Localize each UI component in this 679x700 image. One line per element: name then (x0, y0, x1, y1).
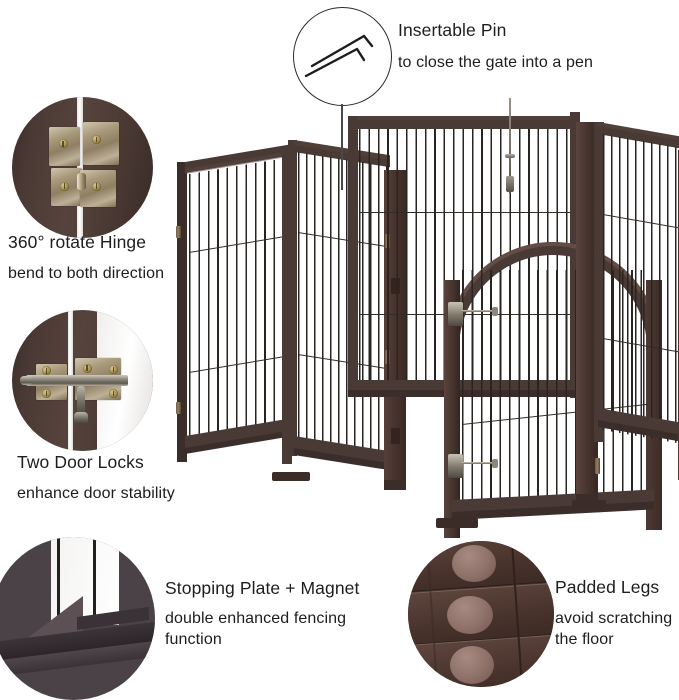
screw-icon (109, 388, 119, 398)
screw-icon (82, 363, 92, 373)
stopping-plate-subtitle: double enhanced fencing function (165, 610, 347, 649)
slide-bolt (26, 374, 128, 387)
screw-icon (92, 135, 102, 145)
panel-right-back (594, 108, 679, 500)
insertable-pin-title: Insertable Pin (398, 20, 507, 40)
screw-icon (92, 181, 102, 191)
screw-icon (59, 181, 69, 191)
hinge-icon (176, 402, 181, 414)
padded-legs-title: Padded Legs (555, 577, 660, 597)
lower-door-lock[interactable] (448, 454, 463, 478)
screw-icon (109, 364, 119, 374)
wire (57, 537, 61, 629)
insertable-pin-icon (304, 34, 374, 78)
inserted-pin (509, 98, 511, 193)
wire (93, 537, 97, 626)
insertable-pin-bubble (293, 7, 392, 106)
bolt-handle (76, 386, 86, 418)
product-image-pet-playpen (176, 98, 679, 545)
bolt-tip (20, 376, 34, 385)
bolt-handle-tip (74, 411, 89, 425)
rotate-hinge-bubble (12, 97, 153, 238)
screw-icon (58, 139, 68, 149)
hinge-knuckle (76, 173, 86, 191)
hinge-icon (595, 458, 600, 474)
padded-legs-subtitle: avoid scratching the floor (555, 610, 673, 649)
foot-pad-bottom (450, 646, 495, 685)
screw-icon (41, 388, 51, 398)
infographic-canvas: Insertable Pin to close the gate into a … (0, 7, 679, 700)
padded-legs-caption: Padded Legs avoid scratching the floor (555, 577, 679, 650)
upper-door-lock[interactable] (448, 302, 463, 326)
stopping-plate-title: Stopping Plate + Magnet (165, 578, 360, 598)
rotate-hinge-caption: 360° rotate Hinge bend to both direction (8, 232, 164, 284)
door-locks-title: Two Door Locks (17, 452, 144, 472)
foot-pad-top (451, 545, 496, 582)
stopping-plate-caption: Stopping Plate + Magnet double enhanced … (165, 578, 385, 650)
insertable-pin-caption: Insertable Pin to close the gate into a … (398, 20, 593, 73)
panel-left-back (176, 140, 295, 472)
door-locks-bubble (12, 310, 153, 451)
padded-legs-bubble (408, 541, 554, 687)
hinge-leaf-upper-right (82, 122, 120, 165)
screw-icon (41, 366, 51, 376)
rotate-hinge-title: 360° rotate Hinge (8, 232, 147, 252)
insertable-pin-subtitle: to close the gate into a pen (398, 54, 593, 72)
rotate-hinge-subtitle: bend to both direction (8, 265, 165, 283)
hinge-icon (176, 226, 181, 238)
door-locks-subtitle: enhance door stability (17, 485, 175, 503)
foot-pad-middle (447, 596, 493, 635)
stopping-plate-bubble (0, 537, 155, 700)
pin-callout-connector-line (341, 104, 343, 190)
door-locks-caption: Two Door Locks enhance door stability (17, 452, 175, 504)
